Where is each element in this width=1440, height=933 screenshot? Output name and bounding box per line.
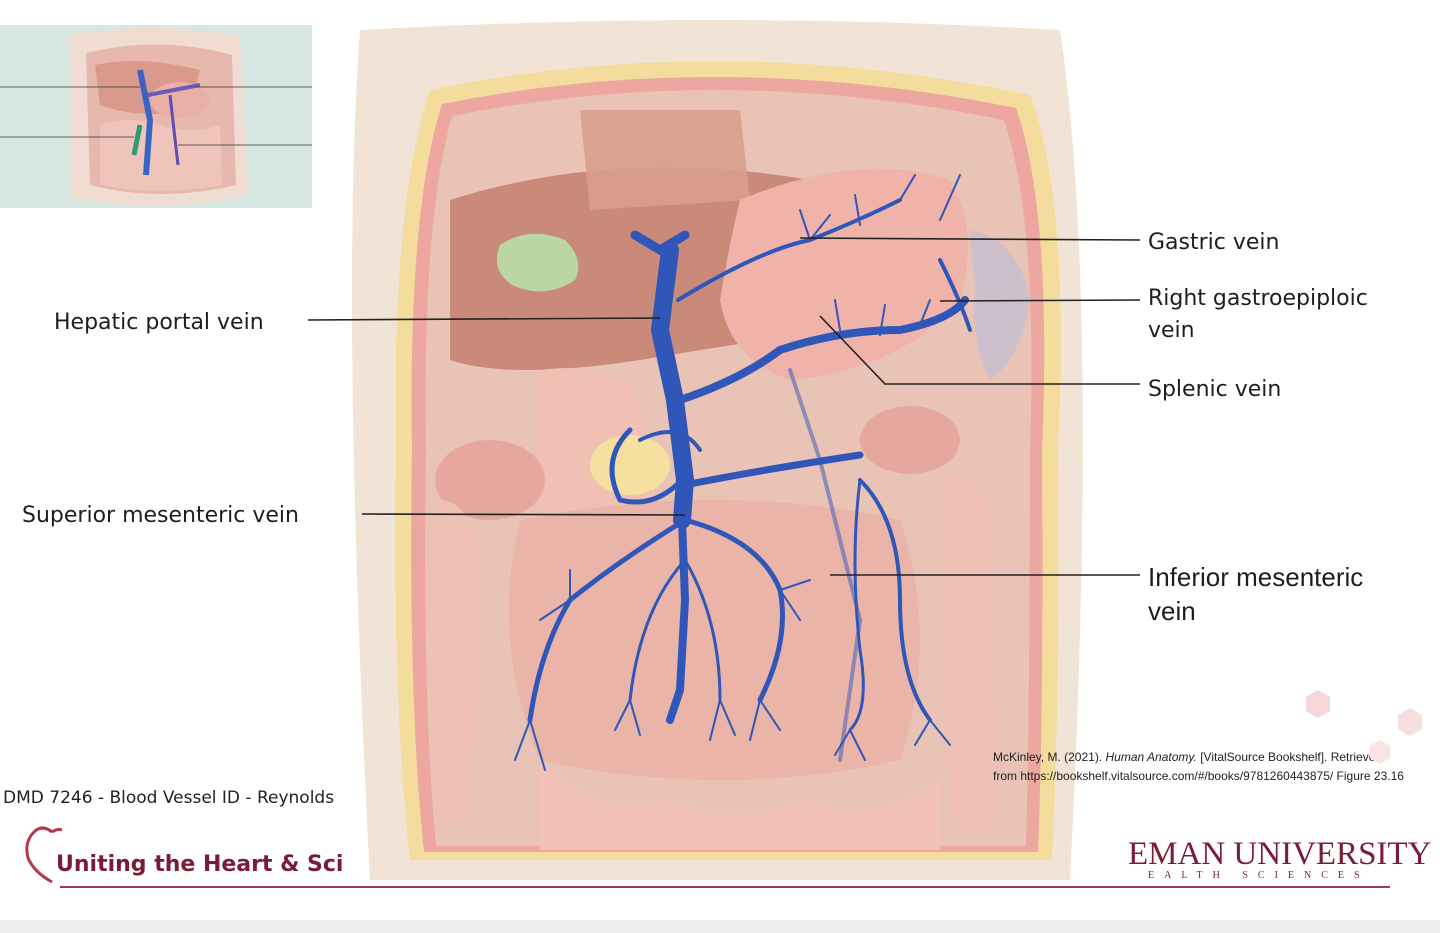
thumbnail-figure <box>0 25 312 208</box>
hexagon-decoration <box>1306 690 1422 764</box>
university-subtitle: EALTH SCIENCES <box>1148 870 1370 881</box>
inferior-mesenteric-line1: Inferior mesenteric <box>1148 562 1364 592</box>
slide-bottom-edge <box>0 920 1440 933</box>
inferior-mesenteric-line2: vein <box>1148 596 1196 626</box>
course-title: DMD 7246 - Blood Vessel ID - Reynolds <box>3 788 335 808</box>
abdomen-illustration <box>352 20 1083 880</box>
citation-source: [VitalSource Bookshelf]. Retrieved <box>1196 750 1383 764</box>
splenic-vein-label: Splenic vein <box>1148 377 1282 402</box>
heart-logo-icon <box>25 826 62 884</box>
citation-author: McKinley, M. (2021). <box>993 750 1106 764</box>
citation-url: from https://bookshelf.vitalsource.com/#… <box>993 769 1404 783</box>
right-gastroepiploic-line1: Right gastroepiploic <box>1148 286 1368 311</box>
inferior-mesenteric-vein-label: Inferior mesenteric vein <box>1148 560 1363 628</box>
superior-mesenteric-vein-label: Superior mesenteric vein <box>22 503 299 528</box>
right-gastroepiploic-vein-label: Right gastroepiploic vein <box>1148 283 1368 347</box>
university-name: EMAN UNIVERSITY <box>1128 836 1432 872</box>
citation-title: Human Anatomy. <box>1105 750 1197 764</box>
figure-citation: McKinley, M. (2021). Human Anatomy. [Vit… <box>993 748 1433 786</box>
tagline: Uniting the Heart & Sci <box>56 852 344 877</box>
footer-rule <box>60 886 1390 888</box>
right-gastroepiploic-line2: vein <box>1148 318 1195 343</box>
hepatic-portal-vein-label: Hepatic portal vein <box>54 310 264 335</box>
gastric-vein-label: Gastric vein <box>1148 230 1280 255</box>
